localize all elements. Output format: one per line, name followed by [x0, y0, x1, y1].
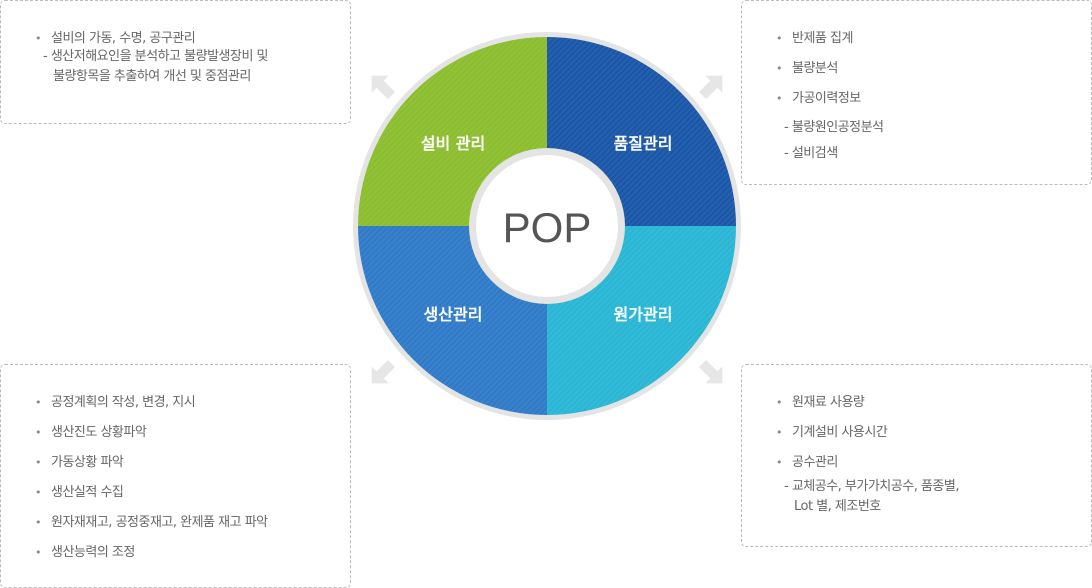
- arrow-up-left-icon: [371, 75, 396, 100]
- list-item: 가공이력정보 - 불량원인공정분석 - 설비검색: [776, 91, 884, 167]
- sub-item: 불량항목을 추출하여 개선 및 중점관리: [53, 69, 251, 84]
- sub-item: Lot 별, 제조번호: [794, 499, 881, 514]
- quadrant-label-cost: 원가관리: [614, 305, 673, 324]
- arrow-down-right-icon: [698, 359, 723, 384]
- list-item: 공정계획의 작성, 변경, 지시: [35, 395, 268, 411]
- sub-item: - 교체공수, 부가가치공수, 품종별,: [784, 479, 959, 494]
- arrow-down-left-icon: [371, 359, 396, 384]
- list-item: 생산실적 수집: [35, 485, 268, 501]
- list-item: 생산진도 상황파악: [35, 425, 268, 441]
- list-item: 설비의 가동, 수명, 공구관리 - 생산저해요인을 분석하고 불량발생장비 및…: [35, 31, 269, 87]
- equipment-info-box: 설비의 가동, 수명, 공구관리 - 생산저해요인을 분석하고 불량발생장비 및…: [0, 0, 351, 124]
- list-item: 원자재재고, 공정중재고, 완제품 재고 파악: [35, 515, 268, 531]
- list-item: 기계설비 사용시간: [776, 425, 959, 441]
- list-item: 생산능력의 조정: [35, 545, 268, 561]
- center-label: POP: [503, 204, 592, 251]
- list-item: 반제품 집계: [776, 31, 884, 47]
- sub-item: - 설비검색: [784, 146, 838, 161]
- cost-info-box: 원재료 사용량 기계설비 사용시간 공수관리 - 교체공수, 부가가치공수, 품…: [741, 364, 1092, 547]
- quadrant-label-production: 생산관리: [424, 305, 483, 324]
- quadrant-label-quality: 품질관리: [614, 134, 673, 153]
- sub-item: - 생산저해요인을 분석하고 불량발생장비 및: [43, 49, 269, 64]
- list-item: 가동상황 파악: [35, 455, 268, 471]
- sub-item: - 불량원인공정분석: [784, 120, 884, 135]
- center-circle: [476, 155, 618, 297]
- quadrant-label-equipment: 설비 관리: [421, 134, 485, 153]
- arrow-up-right-icon: [698, 75, 723, 100]
- list-item: 원재료 사용량: [776, 395, 959, 411]
- list-item: 불량분석: [776, 61, 884, 77]
- list-item: 공수관리 - 교체공수, 부가가치공수, 품종별, Lot 별, 제조번호: [776, 455, 959, 517]
- quality-info-box: 반제품 집계 불량분석 가공이력정보 - 불량원인공정분석 - 설비검색: [741, 0, 1092, 185]
